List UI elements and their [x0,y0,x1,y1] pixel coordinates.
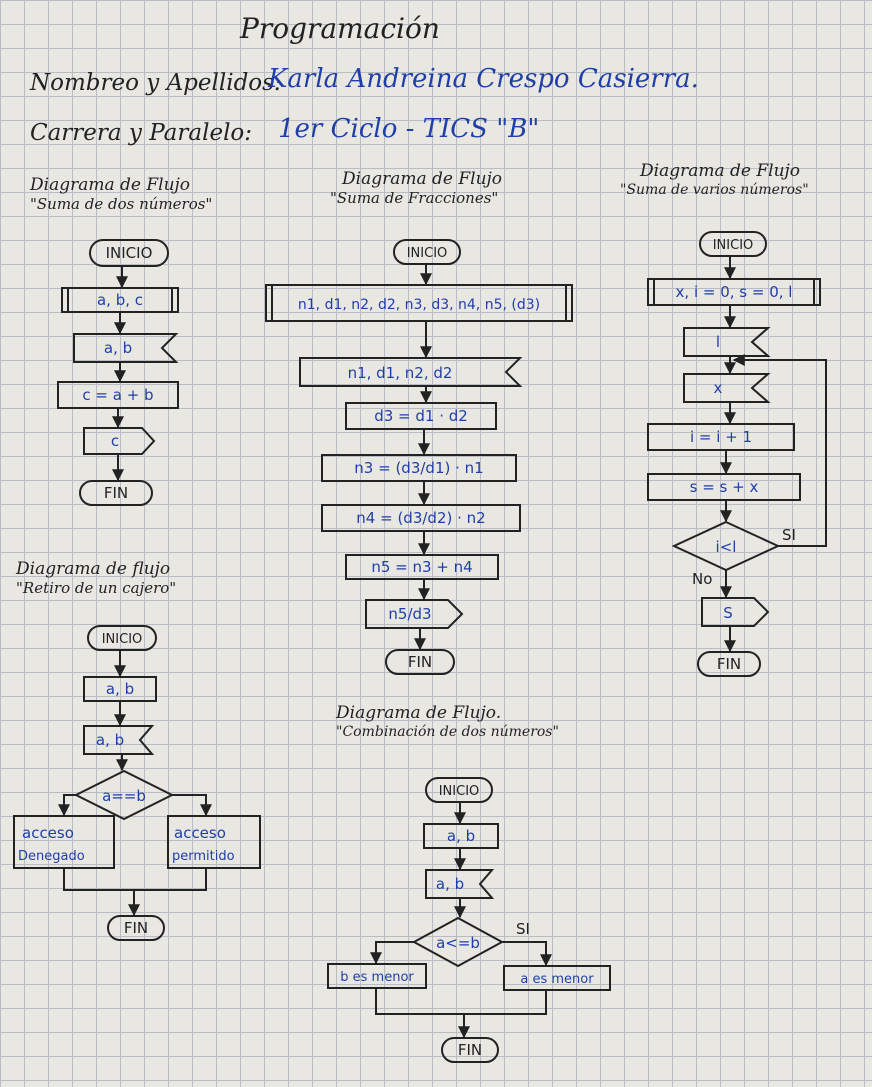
declare-label: x, i = 0, s = 0, l [676,283,793,301]
varios-title: Diagrama de Flujo "Suma de varios número… [620,162,809,200]
output-shape [365,599,464,629]
yes-label: SI [516,920,530,938]
right-label: a es menor [520,972,594,987]
terminal-end [107,915,165,941]
declare-label: a, b [106,680,134,698]
input-shape [73,333,179,363]
input-shape [83,725,155,755]
output-label: S [723,604,733,622]
name-value: Karla Andreina Crespo Casierra. [268,64,699,94]
process-box-1 [647,423,795,451]
varios-title-line1: Diagrama de Flujo [640,161,801,181]
start-label: INICIO [407,246,448,261]
process-label-1: d3 = d1 · d2 [374,407,468,425]
terminal-end [385,649,455,675]
end-label: FIN [104,484,128,502]
input-shape [299,357,523,387]
combinacion-title: Diagrama de Flujo. "Combinación de dos n… [336,704,559,742]
loop-connector [732,354,827,547]
fracciones-title-line2: "Suma de Fracciones" [330,189,499,207]
diagram-fracciones: INICIO n1, d1, n2, d2, n3, d3, n4, n5, (… [265,239,573,675]
diagram-suma-dos: INICIO a, b, c a, b c = a + b c FIN [57,239,179,506]
fracciones-title-line1: Diagrama de Flujo [342,169,503,189]
process-label: c = a + b [82,386,153,404]
career-value: 1er Ciclo - TICS "B" [278,114,540,144]
terminal-end [79,480,153,506]
declare-label: a, b, c [97,291,143,309]
declare-box [647,278,821,306]
cajero-title: Diagrama de flujo "Retiro de un cajero" [16,560,176,598]
right-label-1: acceso [174,824,226,842]
left-label-1: acceso [22,824,74,842]
process-label-4: n5 = n3 + n4 [371,558,472,576]
fracciones-title: Diagrama de Flujo "Suma de Fracciones" [330,170,502,208]
diagram-cajero: INICIO a, b a, b a==b acceso Denegado ac… [13,625,261,941]
process-box-3 [321,504,521,532]
decision-label: i<l [716,538,737,556]
input-label-l: l [716,333,720,351]
process-box-2 [321,454,517,482]
declare-box [265,284,573,322]
combinacion-title-line1: Diagrama de Flujo. [336,703,502,723]
start-label: INICIO [713,238,754,253]
career-label: Carrera y Paralelo: [30,120,253,146]
decision-diamond [73,769,175,821]
right-process-box [167,815,261,869]
yes-label: SI [782,526,796,544]
start-label: INICIO [106,244,153,262]
input-label: a, b [96,731,124,749]
suma-dos-title: Diagrama de Flujo "Suma de dos números" [30,176,212,214]
terminal-end [697,651,761,677]
output-label: c [111,432,119,450]
process-box-1 [345,402,497,430]
input-label: a, b [436,875,464,893]
varios-title-line2: "Suma de varios números" [620,182,809,198]
output-shape [701,597,770,627]
end-label: FIN [458,1041,482,1059]
terminal-end [441,1037,499,1063]
end-label: FIN [717,655,741,673]
start-label: INICIO [439,784,480,799]
input-label-x: x [714,379,723,397]
right-label-2: permitido [172,849,235,864]
diagram-combinacion: INICIO a, b a, b a<=b SI b es menor a es… [327,777,611,1063]
input-label: a, b [104,339,132,357]
declare-label: n1, d1, n2, d2, n3, d3, n4, n5, (d3) [298,297,540,313]
process-label-2: s = s + x [690,478,759,496]
no-label: No [692,570,712,588]
process-label-2: n3 = (d3/d1) · n1 [354,459,483,477]
output-label: n5/d3 [388,605,431,623]
decision-label: a<=b [436,934,480,952]
suma-dos-title-line1: Diagrama de Flujo [30,175,191,195]
process-box-4 [345,554,499,580]
input-shape-l [683,327,771,357]
decision-label: a==b [102,787,146,805]
input-shape [425,869,495,899]
name-label: Nombreo y Apellidos: [30,70,282,96]
suma-dos-title-line2: "Suma de dos números" [30,195,213,213]
diagram-varios: INICIO x, i = 0, s = 0, l l x i = i + 1 … [647,231,827,677]
cajero-title-line2: "Retiro de un cajero" [16,579,177,597]
left-label-2: Denegado [18,849,85,864]
input-label: n1, d1, n2, d2 [348,364,453,382]
combinacion-title-line2: "Combinación de dos números" [336,724,559,740]
start-label: INICIO [102,632,143,647]
output-shape [83,427,156,455]
process-box-2 [647,473,801,501]
end-label: FIN [408,653,432,671]
terminal-start [699,231,767,257]
page-title: Programación [240,12,440,45]
cajero-title-line1: Diagrama de flujo [16,559,171,579]
end-label: FIN [124,919,148,937]
left-label: b es menor [340,970,414,985]
input-shape-x [683,373,771,403]
terminal-start [89,239,169,267]
declare-label: a, b [447,827,475,845]
process-label-1: i = i + 1 [690,428,752,446]
terminal-start [87,625,157,651]
decision-diamond [411,916,505,968]
process-label-3: n4 = (d3/d2) · n2 [356,509,485,527]
right-process-box [503,965,611,991]
